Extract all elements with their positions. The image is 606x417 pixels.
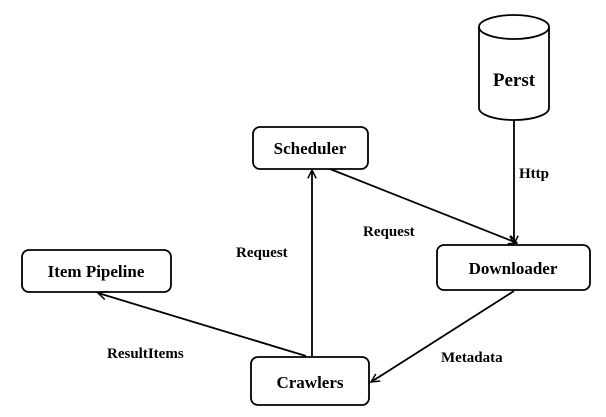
downloader-node: Downloader: [436, 244, 591, 291]
crawlers-label: Crawlers: [276, 373, 343, 392]
edge-label-request-scheduler: Request: [236, 245, 288, 261]
perst-label: Perst: [493, 70, 536, 91]
edge-label-request-downloader: Request: [363, 224, 415, 240]
crawlers-box: [250, 356, 370, 406]
scheduler-label: Scheduler: [274, 139, 347, 158]
edge-label-http: Http: [519, 166, 549, 182]
crawlers-node: Crawlers: [250, 356, 370, 406]
edge-crawlers-to-item-pipeline: [98, 293, 307, 357]
downloader-label: Downloader: [469, 259, 558, 278]
item-pipeline-node: Item Pipeline: [21, 249, 172, 293]
scheduler-box: [252, 126, 369, 170]
edge-label-metadata: Metadata: [441, 350, 503, 366]
edge-label-resultitems: ResultItems: [107, 346, 184, 362]
scheduler-node: Scheduler: [252, 126, 369, 170]
downloader-box: [436, 244, 591, 291]
edge-downloader-to-crawlers: [371, 290, 515, 382]
perst-cylinder-top: [478, 14, 550, 40]
edge-scheduler-to-downloader: [329, 168, 517, 243]
item-pipeline-label: Item Pipeline: [48, 262, 145, 281]
perst-database-node: Perst: [478, 14, 550, 121]
perst-cylinder-icon: [478, 27, 550, 121]
